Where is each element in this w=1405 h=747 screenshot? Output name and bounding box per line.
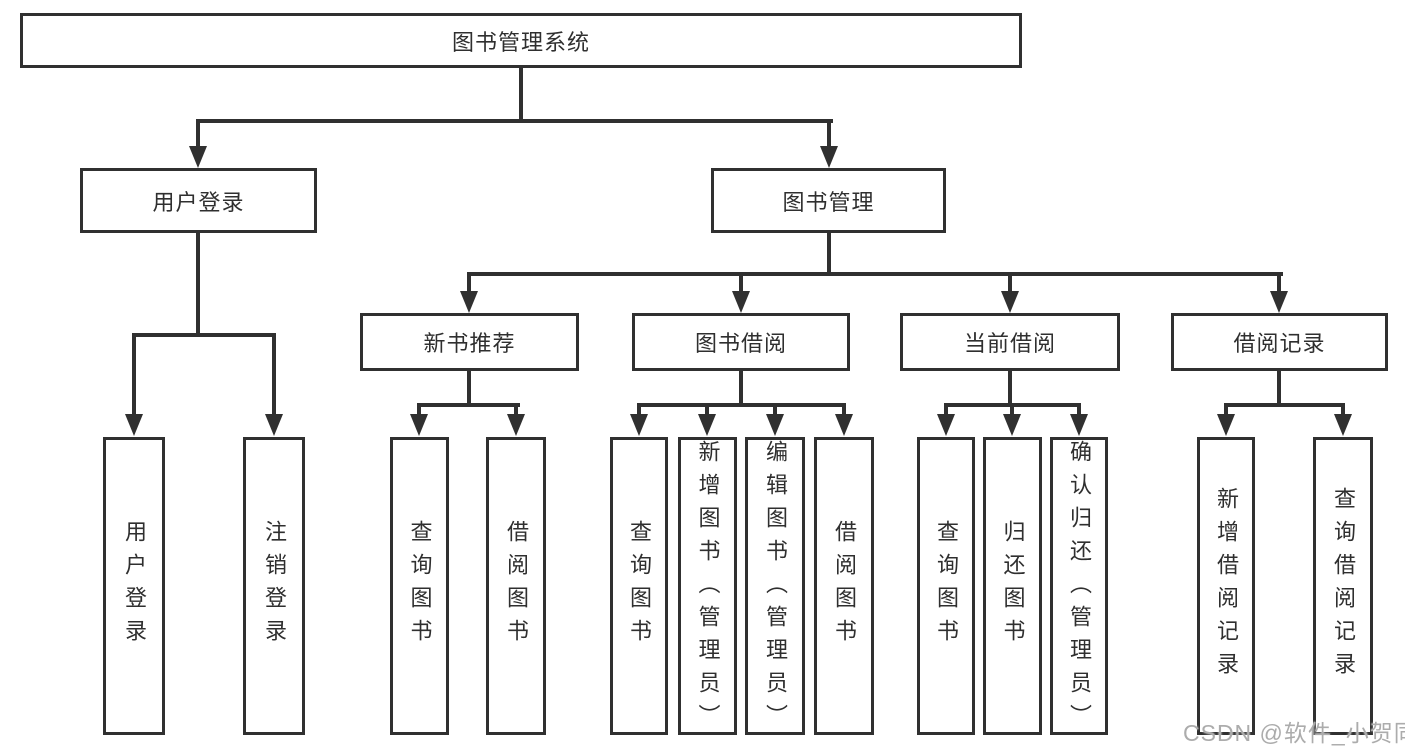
- connector-line: [196, 233, 200, 337]
- connector-line: [1277, 371, 1281, 407]
- arrow-down-icon: [265, 414, 283, 436]
- leaf-add-borrow-record: 新增借阅记录: [1197, 437, 1255, 735]
- node-book-borrowing: 图书借阅: [632, 313, 850, 371]
- connector-line: [272, 333, 276, 416]
- connector-line: [1277, 272, 1281, 292]
- connector-line: [417, 403, 421, 416]
- connector-line: [1008, 272, 1012, 292]
- leaf-label: 注销登录: [262, 520, 287, 652]
- arrow-down-icon: [835, 414, 853, 436]
- leaf-label: 新增借阅记录: [1214, 487, 1239, 685]
- arrow-down-icon: [460, 291, 478, 313]
- node-library-system: 图书管理系统: [20, 13, 1022, 68]
- watermark: CSDN @软件_小贺同学: [1183, 720, 1405, 746]
- arrow-down-icon: [410, 414, 428, 436]
- connector-line: [773, 403, 777, 416]
- arrow-down-icon: [698, 414, 716, 436]
- leaf-label: 确认归还（管理员）: [1067, 440, 1092, 737]
- connector-line: [827, 119, 831, 147]
- node-book-management: 图书管理: [711, 168, 946, 233]
- node-label: 借阅记录: [1233, 331, 1326, 356]
- connector-line: [196, 119, 833, 123]
- node-user-login: 用户登录: [80, 168, 317, 233]
- connector-line: [519, 68, 523, 121]
- leaf-label: 借阅图书: [504, 520, 529, 652]
- connector-line: [637, 403, 641, 416]
- arrow-down-icon: [766, 414, 784, 436]
- connector-line: [842, 403, 846, 416]
- connector-line: [944, 403, 948, 416]
- node-label: 图书管理: [782, 189, 875, 215]
- leaf-label: 借阅图书: [832, 520, 857, 652]
- connector-line: [1341, 403, 1345, 416]
- leaf-query-books-borrowing: 查询图书: [610, 437, 668, 735]
- connector-line: [705, 403, 709, 416]
- connector-line: [637, 403, 846, 407]
- leaf-query-books-newbooks: 查询图书: [390, 437, 449, 735]
- leaf-label: 新增图书（管理员）: [695, 440, 721, 737]
- arrow-down-icon: [1217, 414, 1235, 436]
- connector-line: [739, 272, 743, 292]
- leaf-label: 归还图书: [1000, 520, 1026, 652]
- leaf-return-books: 归还图书: [983, 437, 1042, 735]
- connector-line: [467, 272, 1283, 276]
- leaf-confirm-return-admin: 确认归还（管理员）: [1050, 437, 1108, 737]
- leaf-label: 查询图书: [407, 520, 433, 652]
- arrow-down-icon: [1334, 414, 1352, 436]
- node-new-book-recommend: 新书推荐: [360, 313, 579, 371]
- connector-line: [1008, 371, 1012, 407]
- leaf-label: 查询图书: [627, 520, 652, 652]
- connector-line: [739, 371, 743, 407]
- connector-line: [1077, 403, 1081, 416]
- node-label: 图书借阅: [694, 331, 787, 356]
- leaf-query-borrow-record: 查询借阅记录: [1313, 437, 1373, 735]
- leaf-label: 用户登录: [122, 520, 147, 652]
- leaf-edit-books-admin: 编辑图书（管理员）: [745, 437, 805, 737]
- arrow-down-icon: [1001, 291, 1019, 313]
- leaf-borrow-books-borrowing: 借阅图书: [814, 437, 874, 735]
- node-label: 新书推荐: [423, 331, 516, 356]
- connector-line: [514, 403, 518, 416]
- leaf-label: 编辑图书（管理员）: [763, 440, 788, 737]
- connector-line: [1224, 403, 1228, 416]
- node-label: 用户登录: [152, 189, 245, 215]
- node-label: 图书管理系统: [451, 29, 590, 55]
- leaf-label: 查询图书: [934, 520, 959, 652]
- leaf-user-login: 用户登录: [103, 437, 165, 735]
- arrow-down-icon: [1070, 414, 1088, 436]
- connector-line: [132, 333, 276, 337]
- arrow-down-icon: [1270, 291, 1288, 313]
- connector-line: [827, 233, 831, 276]
- node-borrowing-records: 借阅记录: [1171, 313, 1388, 371]
- leaf-label: 查询借阅记录: [1331, 487, 1356, 685]
- arrow-down-icon: [189, 146, 207, 168]
- arrow-down-icon: [732, 291, 750, 313]
- leaf-query-books-current: 查询图书: [917, 437, 975, 735]
- connector-line: [1010, 403, 1014, 416]
- connector-line: [417, 403, 520, 407]
- connector-line: [1224, 403, 1345, 407]
- node-label: 当前借阅: [963, 331, 1056, 356]
- leaf-logout: 注销登录: [243, 437, 305, 735]
- connector-line: [467, 371, 471, 407]
- node-current-borrowing: 当前借阅: [900, 313, 1120, 371]
- connector-line: [196, 119, 200, 147]
- connector-line: [467, 272, 471, 292]
- arrow-down-icon: [125, 414, 143, 436]
- arrow-down-icon: [937, 414, 955, 436]
- connector-line: [132, 333, 136, 416]
- leaf-add-books-admin: 新增图书（管理员）: [678, 437, 737, 737]
- arrow-down-icon: [820, 146, 838, 168]
- leaf-borrow-books-newbooks: 借阅图书: [486, 437, 546, 735]
- arrow-down-icon: [1003, 414, 1021, 436]
- arrow-down-icon: [507, 414, 525, 436]
- arrow-down-icon: [630, 414, 648, 436]
